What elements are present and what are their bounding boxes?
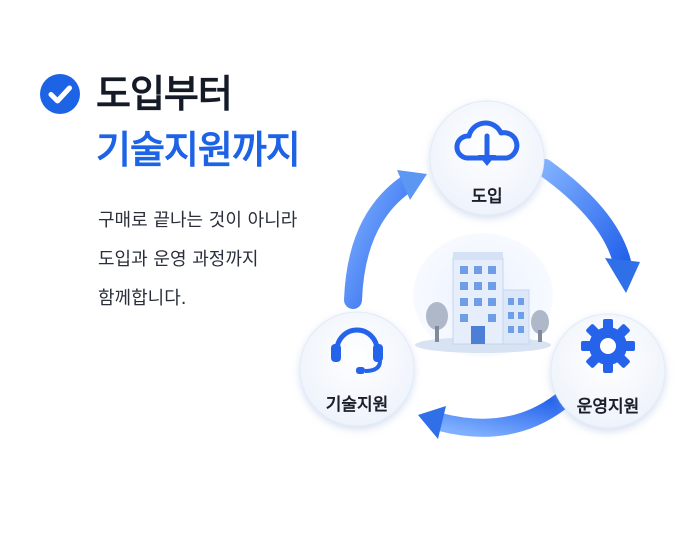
check-circle-icon <box>40 74 80 114</box>
description-line-3: 함께합니다. <box>98 288 187 309</box>
node-top-label: 도입 <box>471 187 503 207</box>
node-left <box>299 311 415 427</box>
description-line-2: 도입과 운영 과정까지 <box>98 249 259 270</box>
node-right-label: 운영지원 <box>576 397 640 417</box>
tree-icon <box>426 302 448 342</box>
node-left-label: 기술지원 <box>325 395 389 415</box>
gear-icon <box>581 319 635 373</box>
cloud-download-icon <box>454 120 520 166</box>
arrow-top-to-right <box>536 159 640 293</box>
tree-icon <box>531 310 549 342</box>
description-line-1: 구매로 끝나는 것이 아니라 <box>98 210 298 231</box>
node-right <box>550 313 666 429</box>
description: 구매로 끝나는 것이 아니라 도입과 운영 과정까지 함께합니다. <box>98 206 297 323</box>
center-building <box>413 233 553 357</box>
arrow-right-to-left <box>418 393 569 439</box>
headset-icon <box>331 327 383 374</box>
building-icon <box>452 252 530 345</box>
arrow-left-to-top <box>344 170 427 309</box>
heading-line-1: 도입부터 <box>96 72 233 116</box>
heading-line-2: 기술지원까지 <box>96 128 301 172</box>
node-top <box>429 100 545 216</box>
